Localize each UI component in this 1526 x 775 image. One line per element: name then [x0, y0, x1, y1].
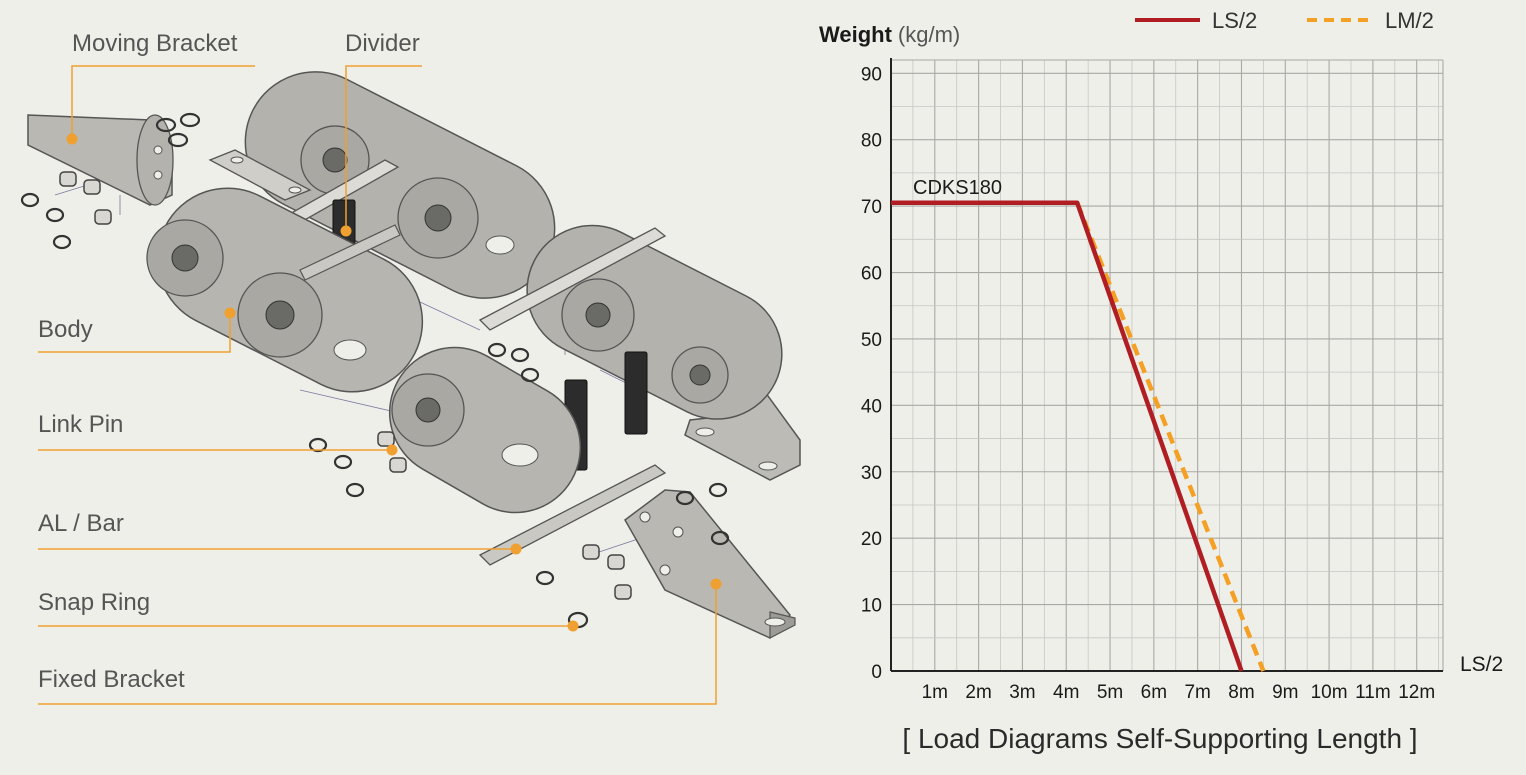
series-line-ls2	[891, 200, 1244, 672]
x-tick-label: 7m	[1184, 682, 1210, 703]
upper-body-link	[244, 71, 556, 299]
al-bar-label: AL / Bar	[38, 510, 124, 537]
x-tick-label: 11m	[1355, 682, 1391, 703]
x-tick-label: 8m	[1228, 682, 1254, 703]
x-tick-label: 4m	[1053, 682, 1079, 703]
legend-label-lm2: LM/2	[1385, 8, 1434, 33]
y-tick-label: 20	[861, 529, 882, 550]
link-pins	[59, 171, 632, 600]
chart-tick-labels: 0 10 20 30 40 50 60 70 80 90 1m 2m 3m 4m 5m 6m 7m 8m 9m 10m…	[861, 64, 1435, 703]
lower-link-plates	[388, 346, 582, 514]
x-axis-label: LS/2	[1460, 653, 1503, 676]
al-bar-parts	[299, 224, 667, 566]
y-axis-label-unit: (kg/m)	[898, 22, 960, 47]
fixed-bracket-label: Fixed Bracket	[38, 666, 185, 693]
chart-series	[891, 200, 1266, 672]
x-tick-label: 6m	[1141, 682, 1167, 703]
chart-axes	[890, 58, 1443, 672]
body-label: Body	[38, 316, 93, 343]
chart-title: [ Load Diagrams Self-Supporting Length ]	[902, 723, 1417, 754]
y-tick-label: 90	[861, 64, 882, 85]
link-pin-label: Link Pin	[38, 411, 123, 438]
body-link-plates	[146, 187, 424, 393]
fixed-bracket-part	[624, 489, 796, 639]
x-tick-label: 1m	[922, 682, 948, 703]
y-tick-label: 70	[861, 197, 882, 218]
x-tick-label: 12m	[1398, 682, 1435, 703]
x-tick-label: 2m	[965, 682, 991, 703]
y-tick-label: 60	[861, 264, 882, 285]
x-tick-label: 3m	[1009, 682, 1035, 703]
moving-bracket-part	[27, 114, 174, 206]
y-axis-label: Weight(kg/m)	[819, 22, 960, 47]
y-axis-label-bold: Weight	[819, 22, 893, 47]
model-annotation: CDKS180	[913, 177, 1002, 199]
divider-label: Divider	[345, 30, 420, 57]
x-tick-label: 9m	[1272, 682, 1298, 703]
snap-ring-label: Snap Ring	[38, 589, 150, 616]
y-tick-label: 30	[861, 463, 882, 484]
legend-label-ls2: LS/2	[1212, 8, 1257, 33]
moving-bracket-label: Moving Bracket	[72, 30, 238, 57]
y-tick-label: 0	[871, 662, 882, 683]
y-tick-label: 10	[861, 596, 882, 617]
leader-lines	[38, 65, 717, 705]
y-tick-label: 50	[861, 330, 882, 351]
chart-grid	[891, 59, 1444, 671]
series-line-lm2	[1075, 201, 1266, 672]
chart-legend: LS/2 LM/2	[1135, 8, 1434, 33]
snap-rings	[20, 112, 730, 629]
y-tick-label: 40	[861, 396, 882, 417]
leader-dots	[66, 133, 722, 632]
y-tick-label: 80	[861, 131, 882, 152]
x-tick-label: 5m	[1097, 682, 1123, 703]
cable-carrier-exploded-diagram: Moving Bracket Divider Body Link Pin AL …	[20, 30, 801, 705]
x-tick-label: 10m	[1311, 682, 1348, 703]
load-diagram-chart: 0 10 20 30 40 50 60 70 80 90 1m 2m 3m 4m 5m 6m 7m 8m 9m 10m…	[819, 8, 1503, 754]
